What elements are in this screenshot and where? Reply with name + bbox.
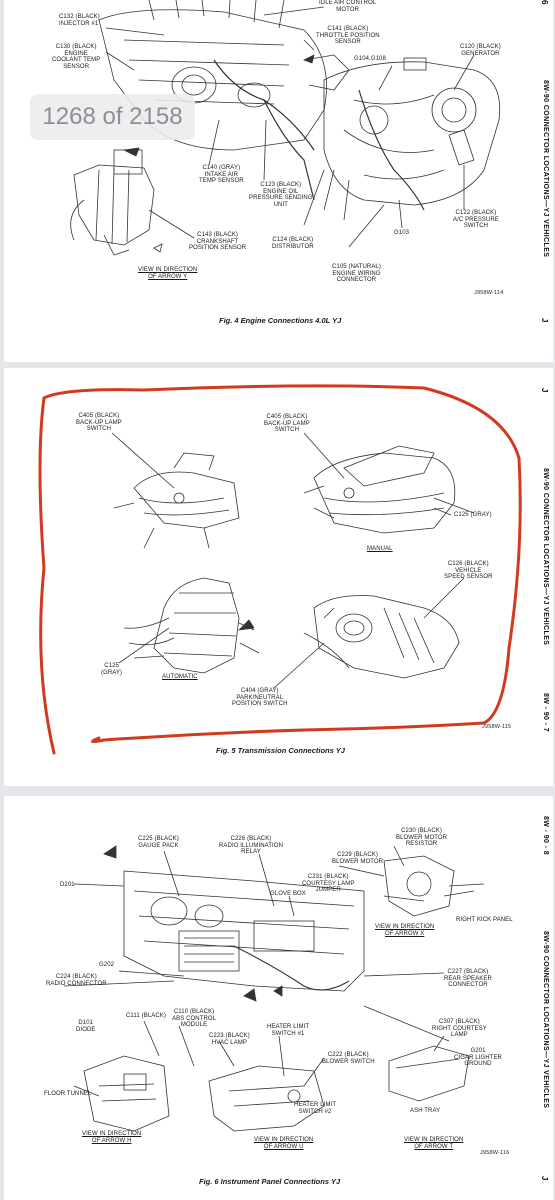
label-c140: C140 (GRAY) INTAKE AIR TEMP SENSOR [199, 165, 244, 185]
label-view-t: VIEW IN DIRECTION OF ARROW T [404, 1137, 464, 1150]
label-heater-limit-2: HEATER LIMIT SWITCH #2 [294, 1102, 337, 1115]
label-g202: G202 [99, 962, 115, 968]
label-floor-tunnel: FLOOR TUNNEL [44, 1091, 92, 1097]
side-title: 8W-90 CONNECTOR LOCATIONS—YJ VEHICLES [542, 468, 549, 646]
manual-page-2: C405 (BLACK) BACK-UP LAMP SWITCH C405 (B… [4, 368, 553, 786]
label-d201: D201 [60, 882, 75, 888]
label-c111: C111 (BLACK) [126, 1013, 166, 1019]
page-counter-overlay: 1268 of 2158 [30, 94, 195, 140]
label-c405-right: C405 (BLACK) BACK-UP LAMP SWITCH [264, 414, 310, 434]
label-c110: C110 (BLACK) ABS CONTROL MODULE [172, 1009, 217, 1029]
label-c125-auto: C125 (GRAY) [101, 663, 123, 676]
label-c405-left: C405 (BLACK) BACK-UP LAMP SWITCH [76, 413, 122, 433]
label-c130: C130 (BLACK) ENGINE COOLANT TEMP SENSOR [52, 44, 101, 70]
label-c224: C224 (BLACK) RADIO CONNECTOR [46, 974, 107, 987]
label-c125-manual: C125 (GRAY) [454, 512, 492, 518]
label-c124: C124 (BLACK) DISTRIBUTOR [272, 237, 314, 250]
label-idle-air: IDLE AIR CONTROL MOTOR [319, 0, 377, 13]
page-number-top: 8W - 90 - 8 [542, 816, 549, 856]
label-right-kick-panel: RIGHT KICK PANEL [456, 917, 513, 923]
label-c230: C230 (BLACK) BLOWER MOTOR RESISTOR [396, 828, 448, 848]
label-view-y: VIEW IN DIRECTION OF ARROW Y [138, 267, 198, 280]
page-number-bottom: 8W - 90 - 7 [542, 693, 549, 733]
page-edge-bottom: J [540, 1176, 549, 1181]
figure-code: J958W-114 [474, 290, 504, 296]
label-c227: C227 (BLACK) REAR SPEAKER CONNECTOR [444, 969, 492, 989]
label-c225: C225 (BLACK) GAUGE PACK [138, 836, 179, 849]
label-c141: C141 (BLACK) THROTTLE POSITION SENSOR [316, 26, 380, 46]
label-c143: C143 (BLACK) CRANKSHAFT POSITION SENSOR [189, 232, 247, 252]
label-c120: C120 (BLACK) GENERATOR [460, 44, 501, 57]
label-c222: C222 (BLACK) BLOWER SWITCH [322, 1052, 375, 1065]
label-c223: C223 (BLACK) HVAC LAMP [209, 1033, 250, 1046]
figure-code: J958W-115 [482, 724, 512, 730]
label-view-u: VIEW IN DIRECTION OF ARROW U [254, 1137, 314, 1150]
label-c226: C226 (BLACK) RADIO ILLUMINATION RELAY [219, 836, 284, 856]
label-c105: C105 (NATURAL) ENGINE WIRING CONNECTOR [332, 264, 381, 284]
label-c123: C123 (BLACK) ENGINE OIL PRESSURE SENDING… [249, 182, 313, 208]
page-edge-top: J [540, 388, 549, 393]
label-g103: G103 [394, 230, 410, 236]
label-view-x: VIEW IN DIRECTION OF ARROW X [375, 924, 435, 937]
label-manual: MANUAL [367, 546, 393, 552]
figure-caption: Fig. 5 Transmission Connections YJ [216, 746, 345, 755]
label-c307: C307 (BLACK) RIGHT COURTESY LAMP [432, 1019, 487, 1039]
label-c122: C122 (BLACK) A/C PRESSURE SWITCH [453, 210, 499, 230]
page-edge-bottom: J [540, 318, 549, 323]
transmission-diagram [38, 384, 522, 755]
red-annotation-circle [38, 384, 522, 755]
label-c132: C132 (BLACK) INJECTOR #1 [59, 14, 100, 27]
label-g104: G104,G108 [354, 56, 386, 62]
label-view-h: VIEW IN DIRECTION OF ARROW H [82, 1131, 142, 1144]
manual-page-3: C225 (BLACK) GAUGE PACK C226 (BLACK) RAD… [4, 796, 553, 1200]
label-c404: C404 (GRAY) PARK/NEUTRAL POSITION SWITCH [232, 688, 288, 708]
side-title: 8W-90 CONNECTOR LOCATIONS—YJ VEHICLES [542, 931, 549, 1109]
manual-page-1: C132 (BLACK) INJECTOR #1 IDLE AIR CONTRO… [4, 0, 553, 362]
side-title: 8W-90 CONNECTOR LOCATIONS—YJ VEHICLES [542, 80, 549, 258]
instrument-panel-diagram [63, 845, 485, 1132]
label-g201: G201 CIGAR LIGHTER GROUND [454, 1048, 502, 1068]
page-number-top: 6 [540, 0, 549, 5]
label-c229: C229 (BLACK) BLOWER MOTOR [332, 852, 384, 865]
figure-caption: Fig. 4 Engine Connections 4.0L YJ [219, 316, 342, 325]
label-glove-box: GLOVE BOX [270, 891, 306, 897]
label-c231: C231 (BLACK) COURTESY LAMP JUMPER [302, 874, 355, 894]
label-automatic: AUTOMATIC [162, 674, 198, 680]
label-heater-limit-1: HEATER LIMIT SWITCH #1 [267, 1024, 310, 1037]
figure-code: J958W-116 [480, 1150, 510, 1156]
figure-caption: Fig. 6 Instrument Panel Connections YJ [199, 1177, 341, 1186]
label-d101: D101 DIODE [76, 1020, 96, 1033]
engine-diagram [70, 0, 501, 256]
label-ash-tray: ASH TRAY [410, 1108, 441, 1114]
label-c126: C126 (BLACK) VEHICLE SPEED SENSOR [444, 561, 493, 581]
